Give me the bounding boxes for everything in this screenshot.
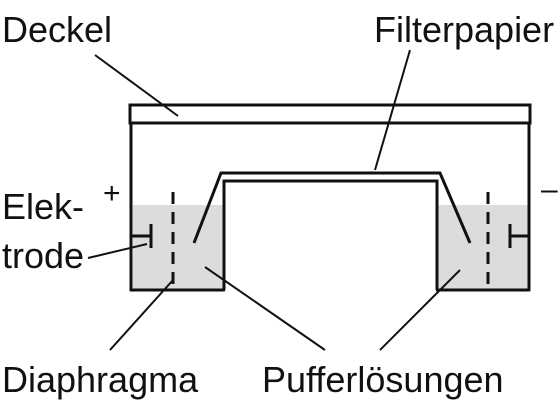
label-filterpapier: Filterpapier (374, 9, 554, 50)
label-elektrode-line2: trode (2, 235, 84, 276)
leader-diaphragma (109, 279, 174, 351)
plus-sign: + (103, 177, 121, 210)
buffer-fill-left (133, 205, 223, 289)
lid (128, 103, 532, 125)
label-diaphragma: Diaphragma (2, 359, 199, 400)
minus-sign: – (541, 173, 558, 206)
label-pufferloesungen: Pufferlösungen (262, 359, 504, 400)
label-deckel: Deckel (2, 9, 112, 50)
leader-filterpapier (374, 49, 411, 171)
bridge-block (222, 179, 439, 290)
leader-deckel (94, 54, 179, 117)
leader-pufferloesungen-right (379, 269, 461, 351)
buffer-fill-right (438, 205, 528, 289)
leader-pufferloesungen-left (204, 266, 326, 351)
leader-elektrode (87, 243, 148, 259)
label-elektrode-line1: Elek- (2, 186, 84, 227)
filter-paper (192, 171, 472, 244)
